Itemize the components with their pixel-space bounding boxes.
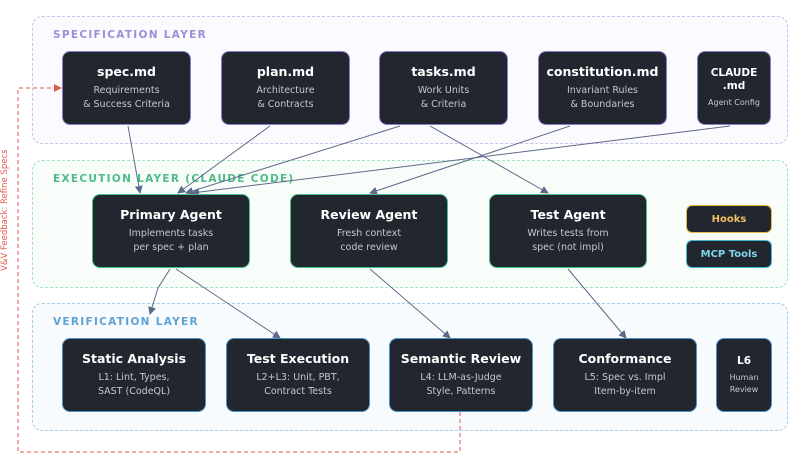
hooks-badge: Hooks	[686, 205, 772, 233]
verification-layer-title: VERIFICATION LAYER	[53, 316, 199, 328]
review-agent-desc: Fresh context code review	[336, 228, 402, 253]
claude-md-desc: Agent Config	[708, 98, 760, 107]
review-agent-box: Review Agent Fresh context code review	[290, 194, 448, 268]
claude-md-title: CLAUDE .md	[710, 67, 758, 92]
constitution-md-title: constitution.md	[546, 64, 659, 79]
human-review-box: L6 Human Review	[716, 338, 772, 412]
tasks-md-title: tasks.md	[411, 64, 476, 79]
test-agent-box: Test Agent Writes tests from spec (not i…	[489, 194, 647, 268]
human-review-title: L6	[737, 354, 751, 367]
constitution-md-desc: Invariant Rules & Boundaries	[566, 85, 639, 110]
arrow-tasks-to-test	[429, 125, 549, 194]
spec-md-title: spec.md	[97, 64, 156, 79]
test-agent-title: Test Agent	[530, 207, 606, 222]
test-agent-desc: Writes tests from spec (not impl)	[527, 228, 609, 253]
spec-md-box: spec.md Requirements & Success Criteria	[62, 51, 191, 125]
static-analysis-desc: L1: Lint, Types, SAST (CodeQL)	[97, 372, 171, 397]
arrow-plan-to-primary	[177, 125, 271, 194]
conformance-desc: L5: Spec vs. Impl Item-by-item	[584, 372, 666, 397]
static-analysis-box: Static Analysis L1: Lint, Types, SAST (C…	[62, 338, 206, 412]
test-execution-box: Test Execution L2+L3: Unit, PBT, Contrac…	[226, 338, 370, 412]
human-review-desc: Human Review	[729, 372, 759, 394]
primary-agent-desc: Implements tasks per spec + plan	[128, 228, 214, 253]
conformance-box: Conformance L5: Spec vs. Impl Item-by-it…	[553, 338, 697, 412]
arrow-claude-to-primary	[191, 125, 731, 197]
test-execution-title: Test Execution	[246, 351, 350, 366]
plan-md-box: plan.md Architecture & Contracts	[221, 51, 350, 125]
arrow-primary-to-test-exec	[175, 268, 281, 339]
review-agent-title: Review Agent	[320, 207, 418, 222]
mcp-tools-badge: MCP Tools	[686, 240, 772, 268]
test-execution-desc: L2+L3: Unit, PBT, Contract Tests	[256, 372, 340, 397]
tasks-md-box: tasks.md Work Units & Criteria	[379, 51, 508, 125]
arrow-tasks-to-primary	[185, 125, 401, 195]
tasks-md-desc: Work Units & Criteria	[417, 85, 470, 110]
constitution-md-box: constitution.md Invariant Rules & Bounda…	[538, 51, 667, 125]
plan-md-desc: Architecture & Contracts	[256, 85, 315, 110]
feedback-label: V&V Feedback: Refine Specs	[0, 149, 10, 271]
primary-agent-title: Primary Agent	[120, 207, 222, 222]
arrow-primary-to-static	[148, 268, 171, 315]
spec-md-desc: Requirements & Success Criteria	[83, 85, 170, 110]
specification-layer-title: SPECIFICATION LAYER	[53, 29, 207, 41]
semantic-review-desc: L4: LLM-as-Judge Style, Patterns	[420, 372, 502, 397]
semantic-review-box: Semantic Review L4: LLM-as-Judge Style, …	[389, 338, 533, 412]
arrow-review-to-semantic	[369, 268, 451, 339]
plan-md-title: plan.md	[256, 64, 315, 79]
semantic-review-title: Semantic Review	[400, 351, 522, 366]
static-analysis-title: Static Analysis	[81, 351, 187, 366]
arrow-test-to-conformance	[567, 268, 627, 339]
arrow-spec-to-primary	[127, 125, 143, 194]
conformance-title: Conformance	[578, 351, 672, 366]
arrow-constitution-to-review	[369, 125, 571, 195]
claude-md-box: CLAUDE .md Agent Config	[697, 51, 771, 125]
execution-layer-title: EXECUTION LAYER (CLAUDE CODE)	[53, 173, 295, 185]
primary-agent-box: Primary Agent Implements tasks per spec …	[92, 194, 250, 268]
